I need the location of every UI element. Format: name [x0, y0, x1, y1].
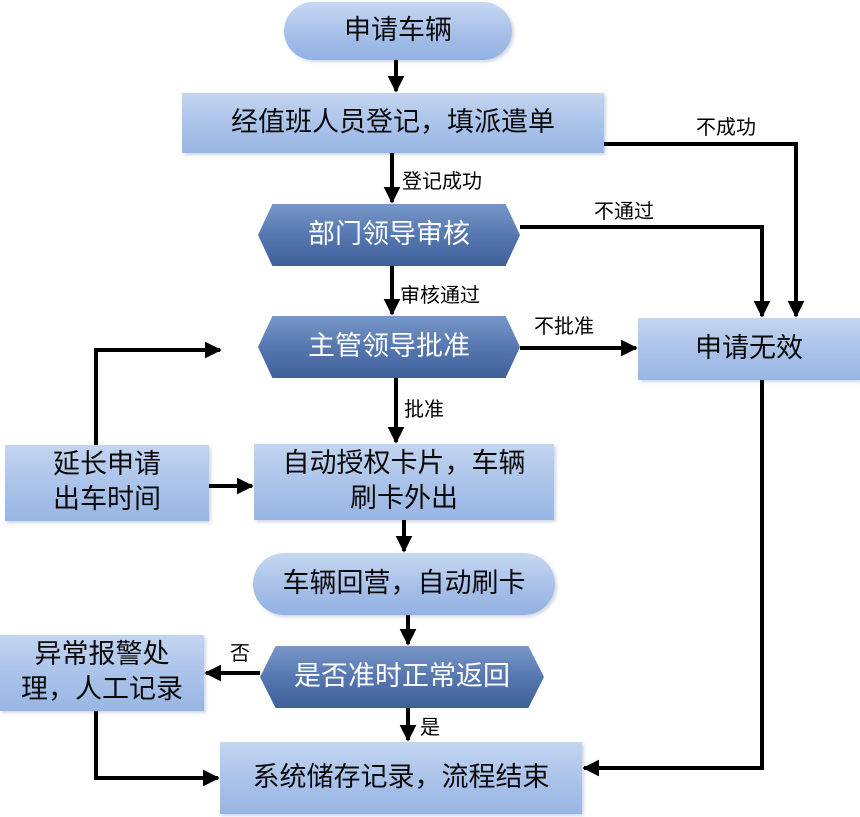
edge-extend-loop [94, 341, 222, 445]
node-alarm-handling: 异常报警处 理，人工记录 [0, 635, 204, 711]
edge-review-fail [520, 225, 771, 318]
label-review-pass: 审核通过 [400, 283, 480, 307]
label-not-approved: 不批准 [534, 314, 594, 338]
edge-invalid-to-end [582, 380, 764, 777]
node-register: 经值班人员登记，填派遣单 [182, 93, 604, 153]
node-apply-vehicle: 申请车辆 [284, 2, 512, 60]
label-review-fail: 不通过 [594, 199, 654, 223]
node-dept-review: 部门领导审核 [258, 204, 520, 266]
node-ontime-check: 是否准时正常返回 [260, 646, 544, 708]
edge-alarm-to-end [94, 711, 220, 787]
edge-register-fail [604, 142, 805, 318]
node-manager-approve: 主管领导批准 [258, 316, 520, 378]
label-register-success: 登记成功 [402, 169, 482, 193]
label-register-fail: 不成功 [696, 115, 756, 139]
label-approved: 批准 [404, 397, 444, 421]
node-vehicle-return: 车辆回营，自动刷卡 [253, 553, 555, 615]
label-yes: 是 [420, 715, 440, 739]
node-end: 系统储存记录，流程结束 [220, 742, 582, 814]
node-authorize-card: 自动授权卡片，车辆 刷卡外出 [254, 444, 554, 520]
node-invalid: 申请无效 [638, 318, 860, 380]
label-no: 否 [230, 641, 250, 665]
node-extend-request: 延长申请 出车时间 [5, 445, 209, 521]
